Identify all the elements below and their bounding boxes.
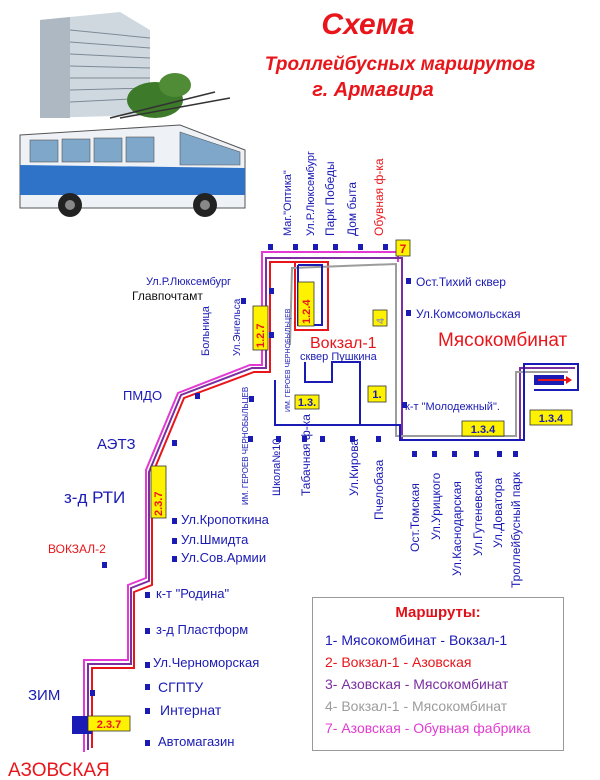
stop-trolley-park: Троллейбусный парк [509,471,523,588]
route-tag-1: 1. [372,389,381,401]
route-tag-237a: 2.3.7 [153,492,165,516]
stop-ul-shmidta: Ул.Шмидта [181,532,249,547]
stop-kt-rodina: к-т "Родина" [156,586,229,601]
stop-mag-optika: Маг."Оптика" [282,170,294,236]
trolleybus-illustration [19,91,246,217]
stop-tabachnaya: Табачная ф-ка [299,414,313,496]
stop-ul-gutenevskaya: Ул.Гутеневская [471,471,485,556]
route-tag-13a: 1.3. [298,397,316,409]
stop-vokzal1: Вокзал-1 [310,335,377,352]
stop-ul-kasnodarskaya: Ул.Каснодарская [450,481,464,576]
route-tag-134a: 1.3.4 [471,424,496,436]
map-city: г. Армавира [312,79,433,101]
stop-internat: Интернат [160,702,222,718]
stop-glavpochtamt: Главпочтамт [132,289,203,303]
stop-im-geroev-small: ИМ. ГЕРОЕВ ЧЕРНОБЫЛЬЦЕВ [285,308,292,412]
stop-park-pobedy: Парк Победы [323,161,337,236]
arrow-icon [566,376,572,384]
stop-pmdo: ПМДО [123,388,162,403]
route-tag-127: 1.2.7 [255,324,267,348]
legend-item-route-3: 3- Азовская - Мясокомбинат [325,676,509,692]
stop-ul-engelsa: Ул.Энгельса [232,298,243,356]
stop-skver-pushkina: сквер Пушкина [300,351,378,363]
stop-shkola10: Школа№10 [271,439,283,496]
route-tags: 7 1.2.4 4 1.2.7 1.3. 1. 1.3.4 1.3.4 2.3.… [87,239,573,732]
map-title: Схема [321,8,414,41]
stop-zim: ЗИМ [28,687,60,704]
stop-pchelobaza: Пчелобаза [372,459,386,520]
stop-vokzal2: ВОКЗАЛ-2 [48,542,106,556]
legend-item-route-7: 7- Азовская - Обувная фабрика [325,720,531,736]
route-tag-7: 7 [400,242,407,256]
stop-bolnitsa: Больница [200,305,212,356]
route-2-line [91,261,329,748]
stop-myasokombinat: Мясокомбинат [438,330,567,351]
legend-title: Маршруты: [395,604,481,621]
stop-dom-byta: Дом быта [345,182,359,236]
stop-ul-dovatora: Ул.Доватора [491,478,505,548]
route-tag-124: 1.2.4 [301,299,313,324]
stop-ul-uritskogo: Ул.Урицкого [429,472,443,540]
stop-ul-kirova: Ул.Кирова [347,439,361,496]
stop-ul-komsomolskaya: Ул.Комсомольская [416,307,520,321]
stop-ul-sov-armii: Ул.Сов.Армии [181,550,266,565]
stop-im-geroev: ИМ. ГЕРОЕВ ЧЕРНОБЫЛЬЦЕВ [241,387,250,505]
route-tag-237b: 2.3.7 [97,719,121,731]
stop-avtomagazin: Автомагазин [158,734,234,749]
stop-z-plastform: з-д Пластформ [156,622,248,637]
stop-ost-tomskaya: Ост.Томская [408,483,422,552]
building-illustration [40,12,191,118]
routes-legend: Маршруты: 1- Мясокомбинат - Вокзал-1 2- … [312,597,564,751]
legend-item-route-1: 1- Мясокомбинат - Вокзал-1 [325,632,508,648]
route-4-line [289,262,568,437]
route-tag-4: 4 [375,317,387,324]
stop-obuvnaya: Обувная ф-ка [372,158,386,236]
stop-sgptu: СГПТУ [158,679,203,695]
route-7-line [83,251,399,752]
azovskaya-terminal [72,716,92,734]
stop-aetz: АЭТЗ [97,436,136,453]
stop-molodezhny: к-т "Молодежный". [405,401,500,413]
route-tag-134b: 1.3.4 [539,413,564,425]
stop-azovskaya: АЗОВСКАЯ [8,760,110,780]
map-subtitle: Троллейбусных маршрутов [265,54,535,75]
stop-ul-kropotkina: Ул.Кропоткина [181,512,270,527]
stop-z-rti: з-д РТИ [64,488,125,507]
legend-item-route-4: 4- Вокзал-1 - Мясокомбинат [325,698,508,714]
stop-ul-luxemburg-left: Ул.Р.Люксембург [146,276,231,288]
stop-ost-tikhiy: Ост.Тихий сквер [416,275,506,289]
stop-ul-chernomorskaya: Ул.Черноморская [153,655,259,670]
legend-item-route-2: 2- Вокзал-1 - Азовская [325,654,472,670]
stop-ul-luxemburg-top: Ул.Р.Люксембург [305,151,317,236]
